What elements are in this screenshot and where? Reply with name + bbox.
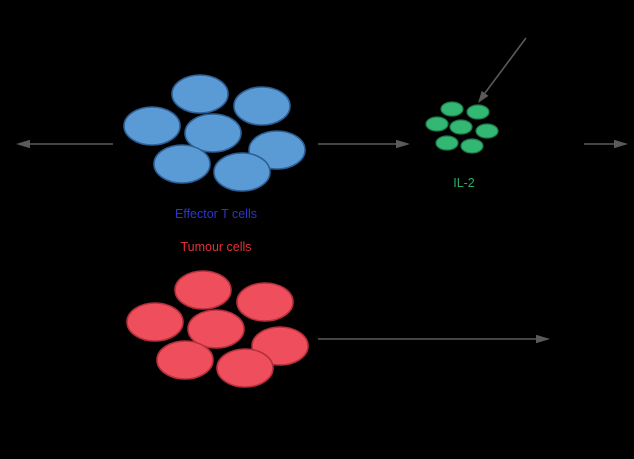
tumour-cell [216,348,274,388]
il2-molecule [440,101,464,117]
arrow-shaft [484,37,527,94]
effector-t-cells-label: Effector T cells [175,207,257,221]
arrow-left-from-effector [16,139,113,149]
il2-molecule [449,119,473,135]
il2-pointer-arrow [478,37,527,103]
tumour-cell [126,302,184,342]
tumour-cells-label: Tumour cells [180,240,251,254]
arrow-effector-to-il2 [318,139,410,149]
il2-molecule [466,104,490,120]
effector-t-cells-cluster [123,74,306,192]
effector-cell [213,152,271,192]
arrow-head [396,139,410,149]
il2-molecule [460,138,484,154]
arrow-head [16,139,30,149]
tumour-cell [187,309,245,349]
tumour-cell [156,340,214,380]
arrow-head [614,139,628,149]
effector-cell [184,113,242,153]
tumour-cells-cluster [126,270,309,388]
arrow-il2-to-right [584,139,628,149]
tumour-cell [236,282,294,322]
il2-molecule [425,116,449,132]
effector-cell [171,74,229,114]
il2-molecule [435,135,459,151]
arrow-head [478,90,489,103]
effector-cell [233,86,291,126]
effector-cell [153,144,211,184]
il2-cluster [425,101,499,154]
tumour-cell [174,270,232,310]
arrow-tumour-to-right [318,334,550,344]
il2-label: IL-2 [453,176,475,190]
il2-molecule [475,123,499,139]
effector-cell [123,106,181,146]
arrow-head [536,334,550,344]
